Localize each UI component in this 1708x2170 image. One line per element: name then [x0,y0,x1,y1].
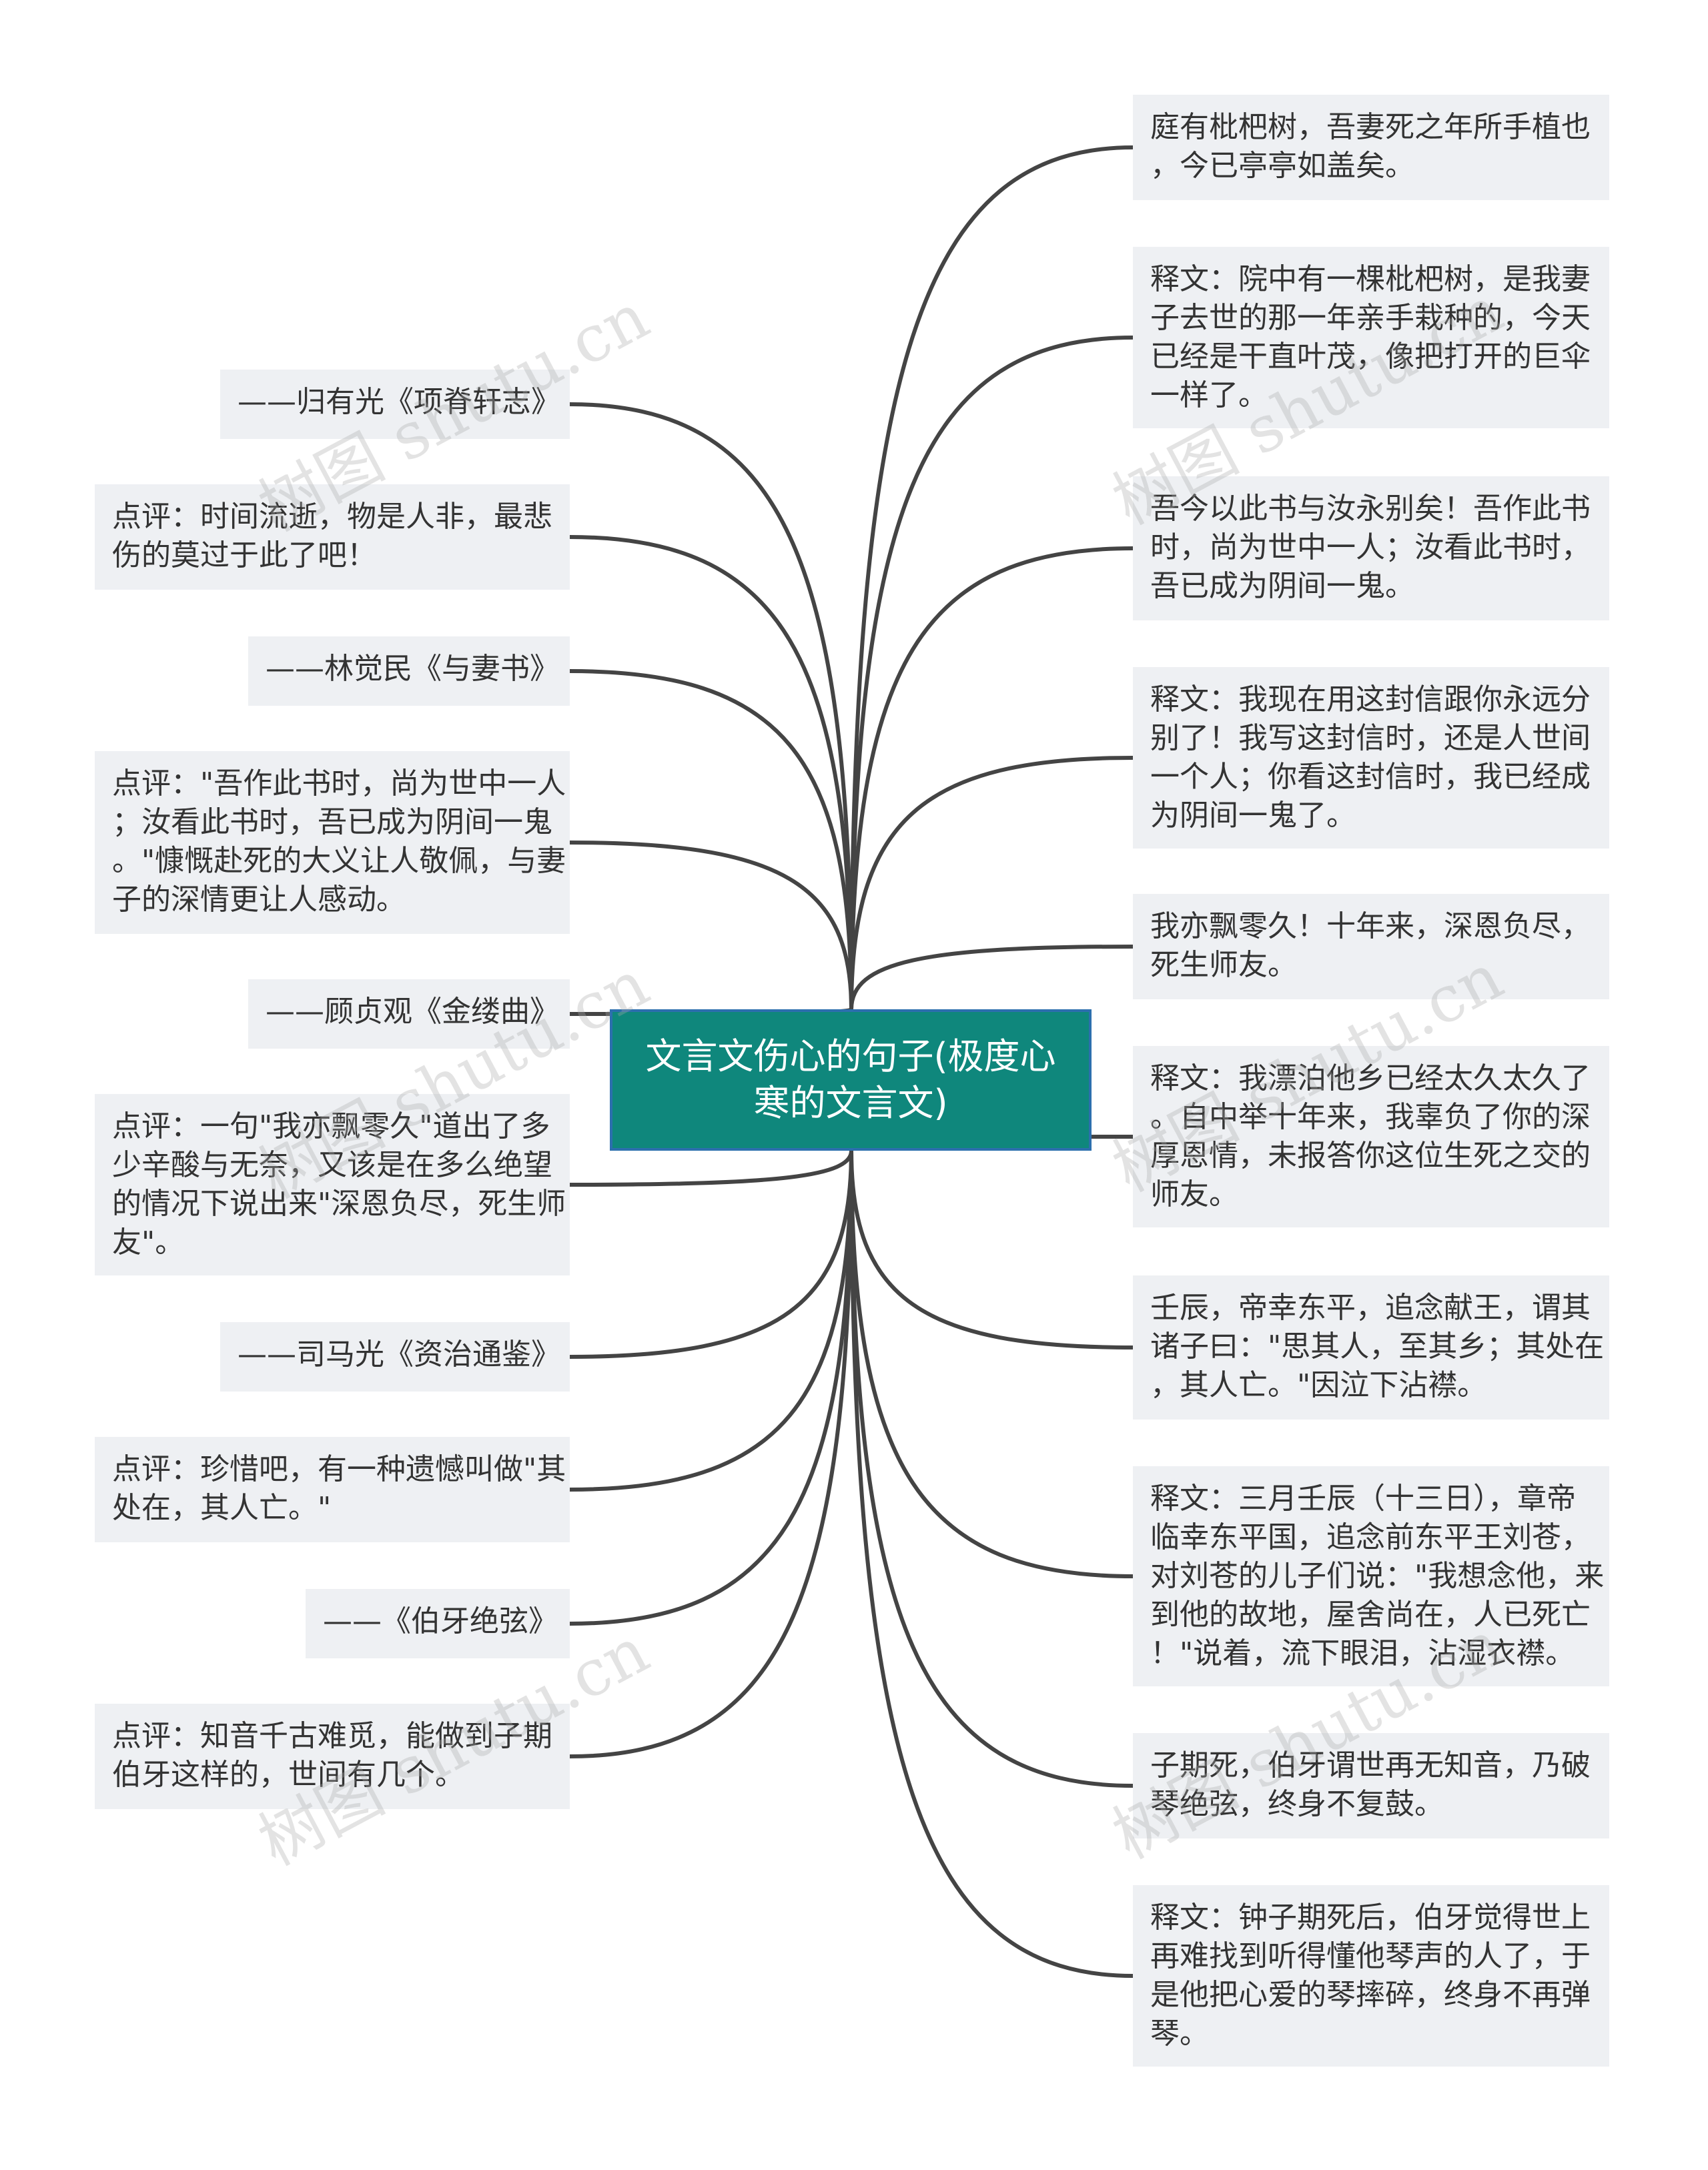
node-text: 壬辰，帝幸东平，追念献王，谓其 诸子曰："思其人，至其乡；其处在 ，其人亡。"因… [1150,1291,1605,1402]
branch-node[interactable]: 释文：三月壬辰（十三日），章帝 临幸东平国，追念前东平王刘苍， 对刘苍的儿子们说… [1133,1466,1609,1686]
connector-line [568,669,853,1011]
connector-line [568,1149,853,1187]
branch-node[interactable]: 点评："吾作此书时，尚为世中一人 ；汝看此书时，吾已成为阴间一鬼 。"慷慨赴死的… [95,751,570,934]
branch-node[interactable]: 吾今以此书与汝永别矣！吾作此书 时，尚为世中一人；汝看此书时， 吾已成为阴间一鬼… [1133,476,1609,620]
node-text: ——司马光《资治通鉴》 [238,1337,560,1372]
node-text: 吾今以此书与汝永别矣！吾作此书 时，尚为世中一人；汝看此书时， 吾已成为阴间一鬼… [1150,492,1591,603]
connector-line [568,535,853,1011]
node-text: ——《伯牙绝弦》 [323,1604,558,1638]
branch-node[interactable]: 壬辰，帝幸东平，追念献王，谓其 诸子曰："思其人，至其乡；其处在 ，其人亡。"因… [1133,1275,1609,1420]
node-text: 庭有枇杷树，吾妻死之年所手植也 ，今已亭亭如盖矣。 [1150,110,1591,183]
branch-node[interactable]: 点评：时间流逝，物是人非，最悲 伤的莫过于此了吧！ [95,484,570,590]
connector-line [849,1149,1135,1349]
connector-line [849,756,1135,1011]
branch-node[interactable]: 点评：知音千古难觅，能做到子期 伯牙这样的，世间有几个。 [95,1704,570,1809]
node-text: 释文：院中有一棵枇杷树，是我妻 子去世的那一年亲手栽种的，今天 已经是干直叶茂，… [1150,262,1591,412]
branch-node[interactable]: 释文：钟子期死后，伯牙觉得世上 再难找到听得懂他琴声的人了，于 是他把心爱的琴摔… [1133,1885,1609,2067]
node-text: 我亦飘零久！十年来，深恩负尽， 死生师友。 [1150,909,1591,982]
branch-node[interactable]: 释文：我漂泊他乡已经太久太久了 。自中举十年来，我辜负了你的深 厚恩情，未报答你… [1133,1046,1609,1227]
branch-node[interactable]: ——归有光《项脊轩志》 [220,370,570,439]
connector-line [568,841,853,1011]
branch-node[interactable]: 点评：一句"我亦飘零久"道出了多 少辛酸与无奈，又该是在多么绝望 的情况下说出来… [95,1094,570,1275]
central-topic[interactable]: 文言文伤心的句子(极度心 寒的文言文) [610,1009,1092,1151]
connector-line [849,546,1135,1011]
node-text: 点评："吾作此书时，尚为世中一人 ；汝看此书时，吾已成为阴间一鬼 。"慷慨赴死的… [112,766,566,917]
branch-node[interactable]: ——林觉民《与妻书》 [248,636,570,706]
node-text: 点评：珍惜吧，有一种遗憾叫做"其 处在，其人亡。" [112,1452,566,1525]
branch-node[interactable]: 点评：珍惜吧，有一种遗憾叫做"其 处在，其人亡。" [95,1437,570,1542]
node-text: 释文：钟子期死后，伯牙觉得世上 再难找到听得懂他琴声的人了，于 是他把心爱的琴摔… [1150,1901,1591,2051]
connector-line [849,1149,1135,1978]
connector-line [849,1149,1135,1788]
branch-node[interactable]: 释文：我现在用这封信跟你永远分 别了！我写这封信时，还是人世间 一个人；你看这封… [1133,667,1609,849]
central-topic-text: 文言文伤心的句子(极度心 寒的文言文) [645,1035,1056,1124]
node-text: ——林觉民《与妻书》 [266,652,559,686]
connector-line [849,945,1135,1011]
connector-line [568,1149,853,1626]
node-text: ——归有光《项脊轩志》 [238,385,560,419]
connector-line [568,1149,853,1758]
branch-node[interactable]: ——《伯牙绝弦》 [306,1589,570,1658]
node-text: 释文：三月壬辰（十三日），章帝 临幸东平国，追念前东平王刘苍， 对刘苍的儿子们说… [1150,1482,1605,1670]
node-text: 释文：我漂泊他乡已经太久太久了 。自中举十年来，我辜负了你的深 厚恩情，未报答你… [1150,1061,1591,1211]
connector-line [568,1149,853,1492]
connector-line [849,336,1135,1011]
node-text: ——顾贞观《金缕曲》 [266,995,559,1029]
connector-line [849,1149,1135,1578]
branch-node[interactable]: 我亦飘零久！十年来，深恩负尽， 死生师友。 [1133,894,1609,999]
branch-node[interactable]: 庭有枇杷树，吾妻死之年所手植也 ，今已亭亭如盖矣。 [1133,95,1609,200]
node-text: 点评：时间流逝，物是人非，最悲 伤的莫过于此了吧！ [112,500,552,572]
node-text: 释文：我现在用这封信跟你永远分 别了！我写这封信时，还是人世间 一个人；你看这封… [1150,682,1591,833]
branch-node[interactable]: ——顾贞观《金缕曲》 [248,979,570,1049]
connector-line [849,145,1135,1011]
node-text: 点评：一句"我亦飘零久"道出了多 少辛酸与无奈，又该是在多么绝望 的情况下说出来… [112,1109,566,1259]
node-text: 点评：知音千古难觅，能做到子期 伯牙这样的，世间有几个。 [112,1719,552,1792]
node-text: 子期死，伯牙谓世再无知音，乃破 琴绝弦，终身不复鼓。 [1150,1748,1591,1821]
branch-node[interactable]: 释文：院中有一棵枇杷树，是我妻 子去世的那一年亲手栽种的，今天 已经是干直叶茂，… [1133,247,1609,428]
branch-node[interactable]: 子期死，伯牙谓世再无知音，乃破 琴绝弦，终身不复鼓。 [1133,1733,1609,1838]
branch-node[interactable]: ——司马光《资治通鉴》 [220,1322,570,1392]
connector-line [568,402,853,1011]
connector-line [568,1149,853,1359]
